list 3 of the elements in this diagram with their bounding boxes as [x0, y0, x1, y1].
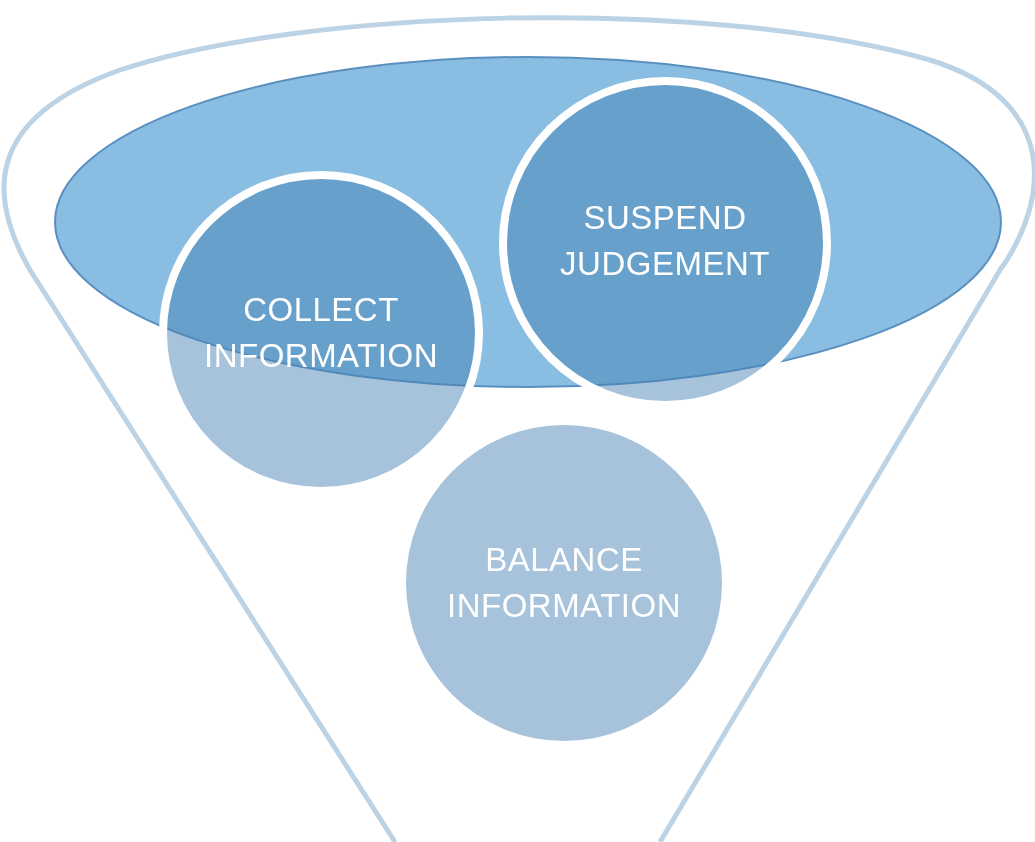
circle-label: SUSPEND JUDGEMENT	[559, 197, 771, 284]
circle-label: COLLECT INFORMATION	[202, 289, 439, 376]
circle-label: BALANCE INFORMATION	[445, 539, 682, 626]
